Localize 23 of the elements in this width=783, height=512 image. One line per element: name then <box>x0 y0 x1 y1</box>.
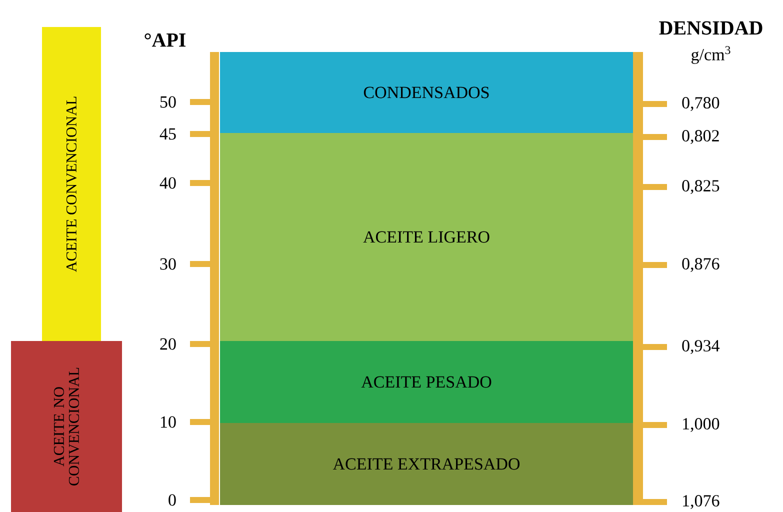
axis-title: DENSIDAD <box>659 21 762 35</box>
oil-class-band: ACEITE EXTRAPESADO <box>220 423 633 505</box>
tick-label: 0 <box>168 494 176 506</box>
oil-class-band: ACEITE PESADO <box>220 341 633 423</box>
unit-label: g/cm$^{3}$ <box>692 46 730 64</box>
tick-label: 0,802 <box>682 130 719 144</box>
tick-label: 1,076 <box>683 495 720 509</box>
tick-label: 0,934 <box>682 340 720 354</box>
tick-label: 0,825 <box>682 180 720 194</box>
tick-label: 0,780 <box>682 97 720 111</box>
oil-class-band: CONDENSADOS <box>220 52 633 133</box>
tick-label: 10 <box>160 416 176 428</box>
tick-label: 0,876 <box>682 258 720 272</box>
category-bar: ACEITE NO CONVENCIONAL <box>11 341 122 512</box>
tick-label: 50 <box>160 96 176 108</box>
tick-label: 1,000 <box>683 418 720 432</box>
tick-label: 40 <box>160 177 176 189</box>
category-bar: ACEITE CONVENCIONAL <box>42 27 101 341</box>
oil-class-band: ACEITE LIGERO <box>220 133 633 341</box>
axis-title: °API <box>144 33 186 47</box>
tick-label: 20 <box>160 338 176 350</box>
tick-label: 30 <box>160 258 176 270</box>
tick-label: 45 <box>160 128 176 140</box>
